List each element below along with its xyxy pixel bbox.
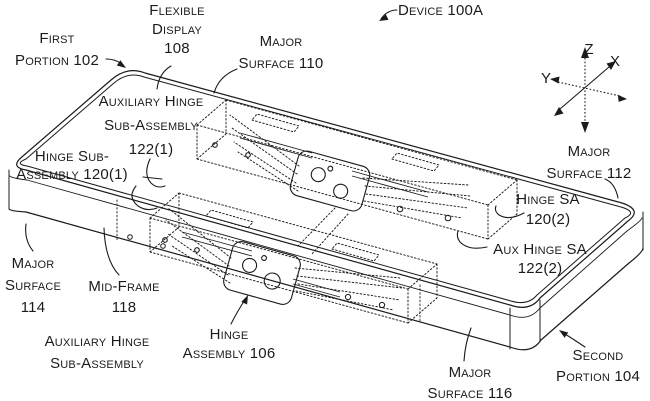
device-outline xyxy=(8,70,644,351)
rear-hinge-linkage-right xyxy=(362,177,471,219)
label-aux-hinge-bottom: Auxiliary Hinge Sub-Assembly xyxy=(45,331,150,375)
label-hinge-sa-120-2: Hinge SA 120(2) xyxy=(516,190,580,230)
front-hinge-slots xyxy=(205,209,380,262)
label-line: First xyxy=(39,30,75,47)
label-line: Surface xyxy=(4,277,62,294)
label-line: Hinge Sub- xyxy=(34,148,110,165)
hinge-cross-links xyxy=(297,207,349,255)
rear-hinge-plate xyxy=(289,150,371,212)
label-aux-hinge-sa-122-2: Aux Hinge SA 122(2) xyxy=(493,240,587,278)
label-line: Mid-Frame xyxy=(88,278,160,295)
x-axis-label: X xyxy=(609,53,621,70)
label-line: 114 xyxy=(20,299,46,316)
leader-device xyxy=(380,9,398,20)
label-line: Surface 112 xyxy=(546,165,632,182)
leader-hinge-sa-120-2 xyxy=(494,205,525,219)
top-face-outer xyxy=(16,70,635,308)
rear-hinge-box xyxy=(196,99,518,240)
label-flexible-display-108: Flexible Display 108 xyxy=(149,1,204,58)
label-major-surface-116: Major Surface 116 xyxy=(428,362,513,401)
label-aux-hinge-122-1: Auxiliary Hinge Sub-Assembly 122(1) xyxy=(99,90,204,162)
label-line: 122(2) xyxy=(517,260,563,277)
front-hinge-subassembly xyxy=(149,192,438,324)
front-hinge-linkage-left xyxy=(165,207,232,284)
rear-hinge-subassembly xyxy=(196,99,518,255)
label-line: Hinge xyxy=(209,326,249,343)
leader-major-surface-112 xyxy=(604,178,619,199)
corner-verticals xyxy=(8,169,644,350)
bottom-rim xyxy=(8,208,644,351)
front-hinge-linkage-right xyxy=(294,267,403,311)
label-line: Assembly 106 xyxy=(182,345,276,362)
label-hinge-assembly-106: Hinge Assembly 106 xyxy=(183,325,276,363)
label-line: Portion 104 xyxy=(556,368,640,385)
label-major-surface-114: Major Surface 114 xyxy=(5,253,61,319)
label-line: Hinge SA xyxy=(516,191,580,208)
leader-flexible-display xyxy=(156,65,172,90)
leader-hinge-sub-120-1 xyxy=(131,176,163,211)
screw-holes xyxy=(127,205,452,309)
label-device-100a: Device 100A xyxy=(398,2,483,19)
leader-major-surface-110 xyxy=(213,68,238,94)
leader-arrowheads xyxy=(116,14,569,338)
label-major-surface-112: Major Surface 112 xyxy=(547,141,632,185)
rear-hinge-bars xyxy=(239,132,429,198)
front-hinge-bars xyxy=(181,231,341,298)
label-line: 120(2) xyxy=(525,211,571,228)
arrowhead-first-portion xyxy=(116,60,126,68)
leader-aux-hinge-122-1 xyxy=(146,158,166,188)
label-line: Display xyxy=(152,21,202,38)
top-face-inner xyxy=(19,74,632,303)
label-major-surface-110: Major Surface 110 xyxy=(239,31,324,75)
label-line: Device 100A xyxy=(398,2,484,19)
label-line: Sub-Assembly xyxy=(104,117,198,134)
rear-hinge-slots xyxy=(251,113,440,172)
label-line: Sub-Assembly xyxy=(50,355,144,372)
label-line: Portion 102 xyxy=(15,52,99,69)
arrowhead-hinge-assembly xyxy=(241,295,248,305)
label-line: Major xyxy=(259,33,303,50)
label-line: Flexible xyxy=(149,2,205,19)
arrowhead-second-portion xyxy=(559,330,569,338)
leader-major-surface-116 xyxy=(463,327,472,362)
front-hinge-plate xyxy=(223,241,301,305)
side-seam xyxy=(9,175,643,318)
label-line: Surface 116 xyxy=(427,385,513,401)
x-axis-line xyxy=(559,66,610,110)
label-mid-frame-118: Mid-Frame 118 xyxy=(88,276,159,318)
label-line: Surface 110 xyxy=(238,55,324,72)
label-line: Assembly 120(1) xyxy=(16,166,128,183)
label-line: 122(1) xyxy=(128,141,174,158)
z-axis-label: Z xyxy=(584,41,594,58)
leader-major-surface-114 xyxy=(25,223,34,252)
label-line: Auxiliary Hinge xyxy=(98,93,204,110)
rear-hinge-linkage-left xyxy=(229,114,300,192)
face-dashed-verticals xyxy=(116,199,421,323)
front-hinge-details xyxy=(162,231,341,305)
label-first-portion-102: First Portion 102 xyxy=(15,28,99,72)
leader-mid-frame-118 xyxy=(103,227,120,276)
label-line: Second xyxy=(572,347,624,364)
axis-indicator xyxy=(550,47,627,133)
y-axis-label: Y xyxy=(540,70,552,87)
label-second-portion-104: Second Portion 104 xyxy=(556,345,640,387)
label-line: 118 xyxy=(111,299,137,316)
label-line: 108 xyxy=(164,40,190,57)
rear-hinge-details xyxy=(212,132,429,212)
leader-aux-hinge-sa-122-2 xyxy=(456,230,488,249)
label-line: Aux Hinge SA xyxy=(493,241,587,258)
arrowhead-device xyxy=(379,14,389,21)
label-line: Major xyxy=(11,255,55,272)
axis-arrowheads xyxy=(550,47,627,133)
label-line: Major xyxy=(448,364,492,381)
front-hinge-box xyxy=(149,192,438,324)
label-hinge-sub-120-1: Hinge Sub- Assembly 120(1) xyxy=(16,148,128,184)
label-line: Major xyxy=(567,143,611,160)
label-line: Auxiliary Hinge xyxy=(44,333,150,350)
